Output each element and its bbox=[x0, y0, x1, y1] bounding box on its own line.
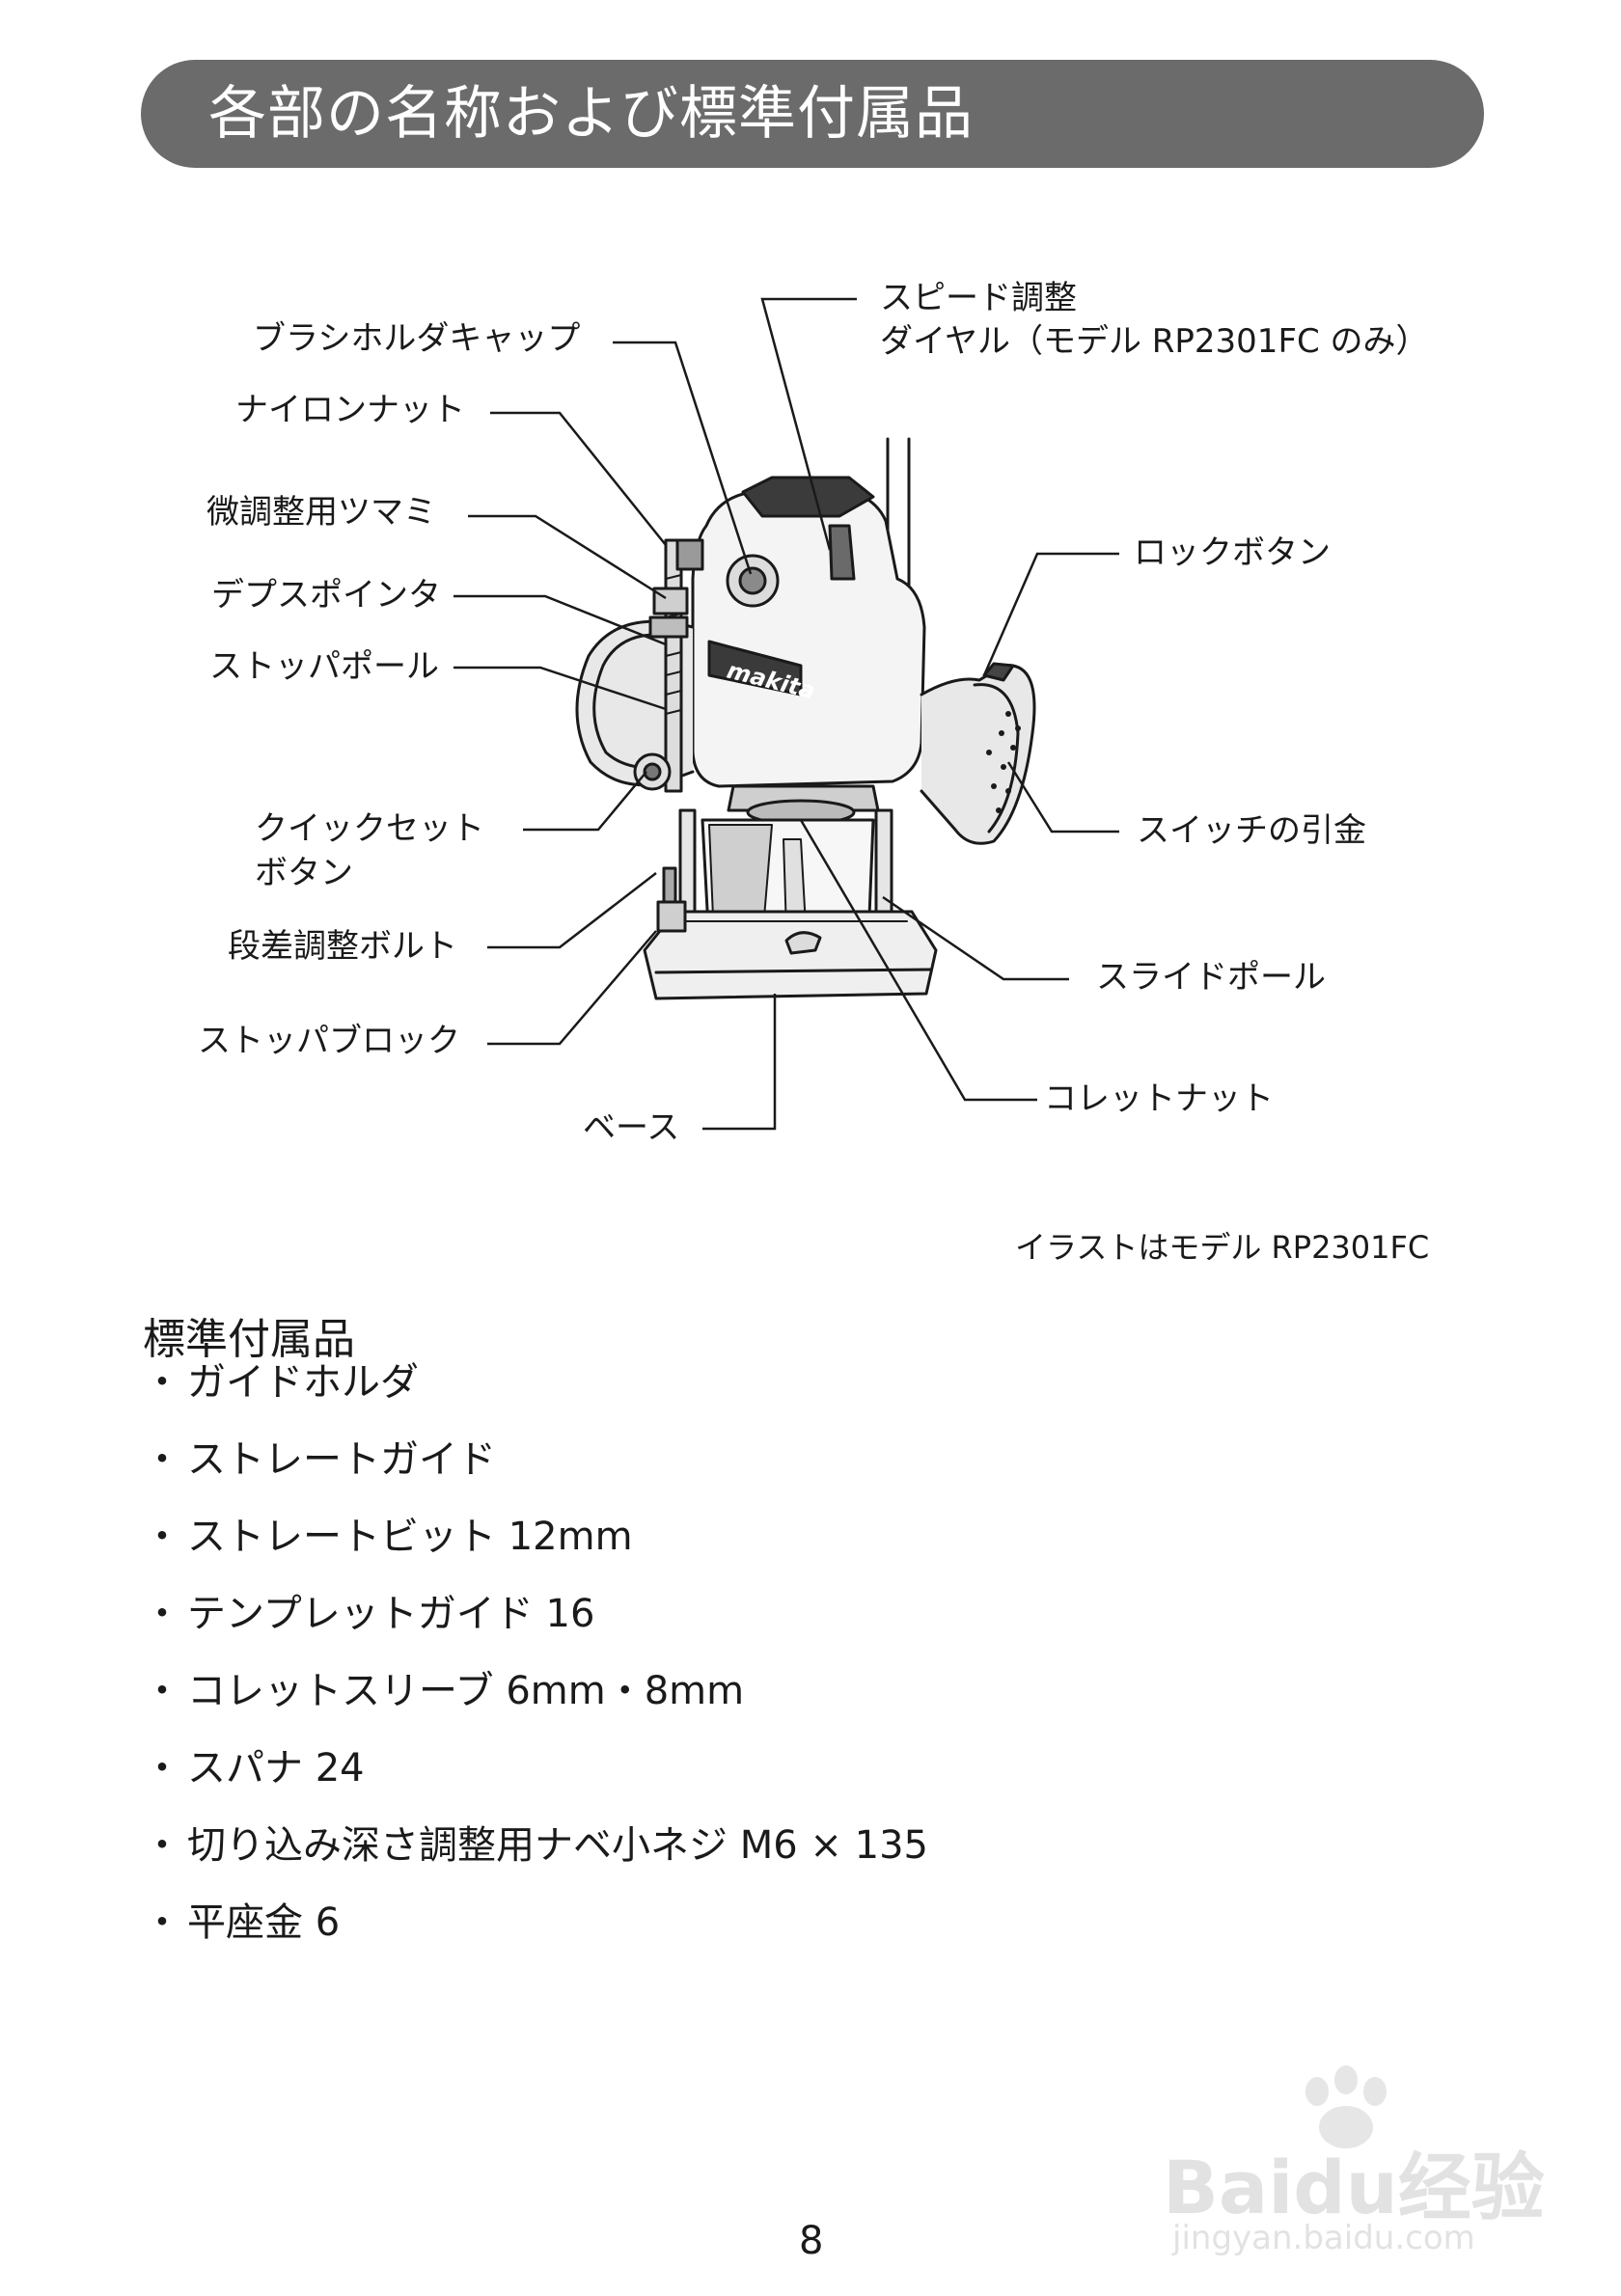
label-depth-pointer: デプスポインタ bbox=[211, 576, 441, 615]
label-brush-holder-cap: ブラシホルダキャップ bbox=[253, 319, 581, 358]
label-switch-trigger: スイッチの引金 bbox=[1137, 811, 1366, 850]
bullet: ・ bbox=[143, 1437, 181, 1482]
bullet: ・ bbox=[143, 1515, 181, 1559]
leader-slide-pole bbox=[882, 895, 1069, 981]
accessories-heading: 標準付属品 bbox=[143, 1315, 355, 1364]
leader-base bbox=[702, 994, 777, 1131]
leader-speed-dial bbox=[760, 297, 857, 551]
label-quick-set-line2: ボタン bbox=[255, 854, 353, 892]
page-title: 各部の名称および標準付属品 bbox=[208, 80, 974, 148]
watermark-text: Baidu经验 bbox=[1163, 2145, 1545, 2230]
leader-switch-trigger bbox=[1006, 761, 1119, 834]
leader-step-bolt bbox=[487, 872, 657, 949]
leader-fine-adjust bbox=[468, 514, 667, 600]
accessory-item-text: 切り込み深さ調整用ナベ小ネジ M6 × 135 bbox=[187, 1823, 928, 1868]
accessory-item-text: ガイドホルダ bbox=[187, 1360, 419, 1405]
label-step-bolt: 段差調整ボルト bbox=[228, 927, 457, 966]
bullet: ・ bbox=[143, 1669, 181, 1713]
leader-stopper-block bbox=[487, 930, 657, 1046]
list-item: ・スパナ 24 bbox=[143, 1744, 928, 1821]
list-item: ・ストレートビット 12mm bbox=[143, 1513, 928, 1590]
watermark-url: jingyan.baidu.com bbox=[1172, 2219, 1475, 2257]
label-base: ベース bbox=[583, 1108, 680, 1147]
label-fine-adjust-knob: 微調整用ツマミ bbox=[206, 493, 436, 532]
label-speed-dial-line2: ダイヤル（モデル RP2301FC のみ） bbox=[880, 322, 1429, 361]
leader-lock-button bbox=[982, 552, 1119, 676]
illustration-caption: イラストはモデル RP2301FC bbox=[1015, 1229, 1430, 1266]
label-nylon-nut: ナイロンナット bbox=[235, 391, 465, 429]
list-item: ・切り込み深さ調整用ナベ小ネジ M6 × 135 bbox=[143, 1821, 928, 1899]
label-speed-dial-line1: スピード調整 bbox=[880, 279, 1077, 317]
paw-icon bbox=[1305, 2065, 1387, 2148]
bullet: ・ bbox=[143, 1592, 181, 1636]
label-lock-button: ロックボタン bbox=[1134, 533, 1331, 572]
accessory-item-text: テンプレットガイド 16 bbox=[187, 1592, 595, 1636]
accessory-item-text: 平座金 6 bbox=[187, 1900, 341, 1945]
label-quick-set-line1: クイックセット bbox=[255, 809, 484, 848]
bullet: ・ bbox=[143, 1900, 181, 1945]
page-number: 8 bbox=[799, 2219, 824, 2263]
accessories-list: ・ガイドホルダ ・ストレートガイド ・ストレートビット 12mm ・テンプレット… bbox=[143, 1358, 928, 1976]
list-item: ・テンプレットガイド 16 bbox=[143, 1590, 928, 1667]
parts-diagram: makita ブラシホルダキャップ スピード調整 ダイヤル（モデル RP2301… bbox=[198, 279, 1429, 1147]
list-item: ・コレットスリーブ 6mm・8mm bbox=[143, 1667, 928, 1744]
accessory-item-text: スパナ 24 bbox=[187, 1746, 365, 1790]
accessory-item-text: ストレートガイド bbox=[187, 1437, 496, 1482]
leader-quick-set bbox=[523, 771, 647, 832]
bullet: ・ bbox=[143, 1746, 181, 1790]
label-stopper-block: ストッパブロック bbox=[198, 1022, 460, 1060]
label-collet-nut: コレットナット bbox=[1044, 1080, 1274, 1118]
list-item: ・ストレートガイド bbox=[143, 1435, 928, 1513]
bullet: ・ bbox=[143, 1823, 181, 1868]
list-item: ・平座金 6 bbox=[143, 1899, 928, 1976]
bullet: ・ bbox=[143, 1360, 181, 1405]
title-bar: 各部の名称および標準付属品 bbox=[141, 60, 1484, 168]
list-item: ・ガイドホルダ bbox=[143, 1358, 928, 1435]
leader-collet-nut bbox=[799, 819, 1037, 1102]
label-stopper-pole: ストッパポール bbox=[209, 647, 439, 686]
leader-depth-pointer bbox=[453, 594, 667, 646]
accessory-item-text: コレットスリーブ 6mm・8mm bbox=[187, 1669, 745, 1713]
accessory-item-text: ストレートビット 12mm bbox=[187, 1515, 633, 1559]
leader-nylon-nut bbox=[490, 411, 667, 546]
watermark: Baidu经验 jingyan.baidu.com bbox=[1143, 2064, 1568, 2277]
router-illustration: makita bbox=[453, 297, 1119, 1131]
leader-stopper-pole bbox=[453, 666, 667, 711]
leader-brush-holder-cap bbox=[613, 341, 753, 575]
label-slide-pole: スライドポール bbox=[1096, 958, 1326, 997]
